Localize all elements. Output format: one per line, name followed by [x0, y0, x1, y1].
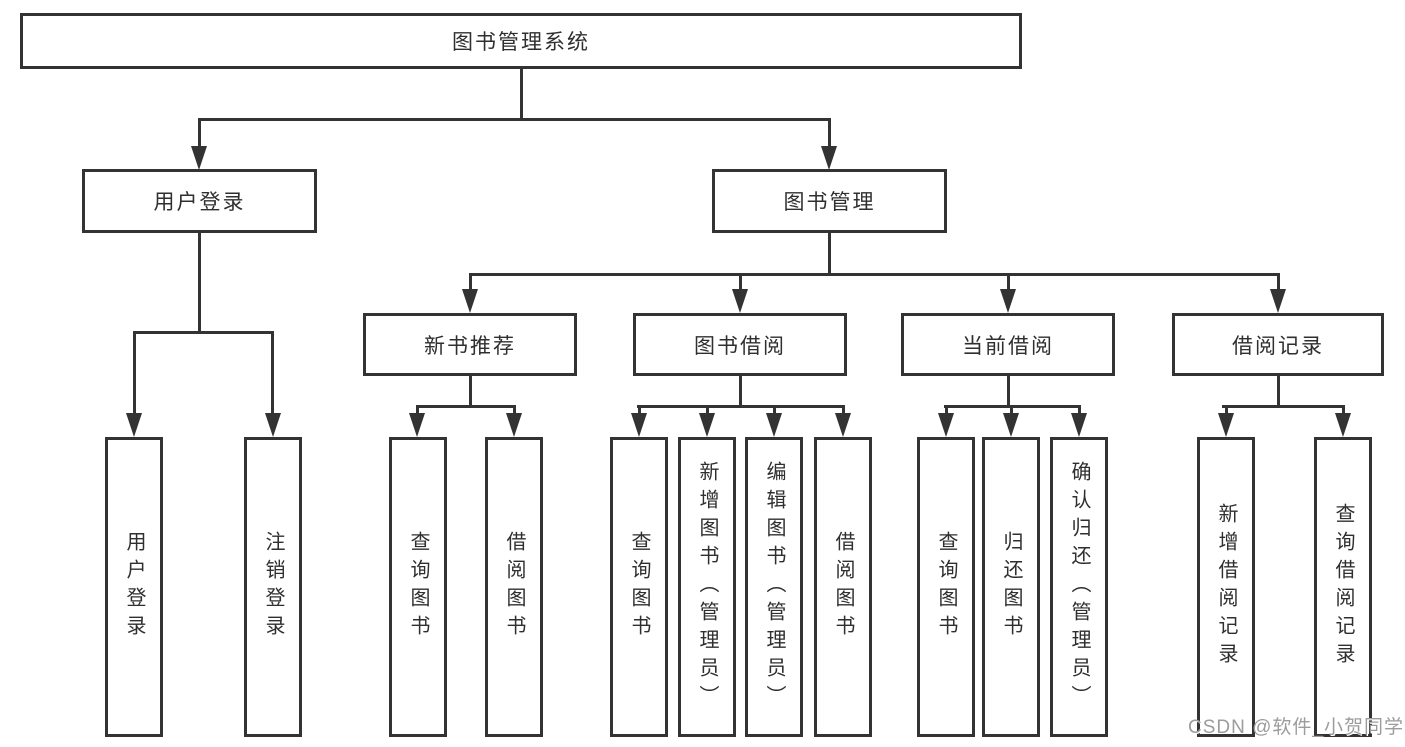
leaf-add-borrow-record-label: 新增借阅记录 — [1215, 503, 1237, 671]
node-current-borrowing: 当前借阅 — [901, 313, 1115, 376]
leaf-add-borrow-record: 新增借阅记录 — [1197, 437, 1255, 737]
arrowhead-down-icon — [835, 413, 851, 437]
arrowhead-down-icon — [699, 413, 715, 437]
arrowhead-down-icon — [1071, 413, 1087, 437]
connector-current-borrowing-drop — [1007, 273, 1010, 295]
arrowhead-down-icon — [732, 289, 748, 313]
arrowhead-down-icon — [1335, 413, 1351, 437]
leaf-confirm-return-admin-label: 确认归还（管理员） — [1068, 461, 1090, 713]
node-new-book-recommend-label: 新书推荐 — [424, 334, 516, 358]
leaf-query-books-current-label: 查询图书 — [935, 531, 957, 643]
arrowhead-down-icon — [265, 413, 281, 437]
node-book-management: 图书管理 — [712, 169, 947, 233]
arrowhead-down-icon — [409, 413, 425, 437]
leaf-edit-books-admin: 编辑图书（管理员） — [745, 437, 803, 737]
node-book-borrowing: 图书借阅 — [633, 313, 847, 376]
arrowhead-down-icon — [1003, 413, 1019, 437]
node-borrowing-records: 借阅记录 — [1172, 313, 1384, 376]
leaf-logout-login: 注销登录 — [244, 437, 302, 737]
connector-current-borrowing-stem — [1007, 376, 1010, 407]
leaf-query-books-current: 查询图书 — [917, 437, 975, 737]
leaf-query-borrow-record-label: 查询借阅记录 — [1332, 503, 1354, 671]
arrowhead-down-icon — [1270, 289, 1286, 313]
connector-leaf-user-login-drop — [133, 331, 136, 417]
leaf-logout-login-label: 注销登录 — [262, 531, 284, 643]
leaf-return-books: 归还图书 — [982, 437, 1040, 737]
arrowhead-down-icon — [462, 289, 478, 313]
node-library-system: 图书管理系统 — [20, 13, 1022, 69]
connector-borrowing-records-stem — [1277, 376, 1280, 407]
arrowhead-down-icon — [821, 146, 837, 170]
arrowhead-down-icon — [126, 413, 142, 437]
connector-level2-split — [198, 118, 831, 121]
node-user-login-label: 用户登录 — [153, 191, 246, 214]
node-book-management-label: 图书管理 — [783, 191, 876, 214]
arrowhead-down-icon — [938, 413, 954, 437]
connector-borrowing-records-split — [1222, 405, 1345, 408]
arrowhead-down-icon — [631, 413, 647, 437]
leaf-add-books-admin: 新增图书（管理员） — [678, 437, 736, 737]
leaf-borrow-books-borrowing: 借阅图书 — [814, 437, 872, 737]
connector-user-login-split — [133, 331, 274, 334]
connector-book-management-drop — [828, 118, 831, 152]
leaf-return-books-label: 归还图书 — [1000, 531, 1022, 643]
leaf-query-books-borrowing-label: 查询图书 — [628, 531, 650, 643]
node-book-borrowing-label: 图书借阅 — [694, 334, 786, 358]
arrowhead-down-icon — [766, 413, 782, 437]
connector-book-borrowing-stem — [739, 376, 742, 407]
leaf-borrow-books-recommend-label: 借阅图书 — [503, 531, 525, 643]
leaf-query-books-recommend: 查询图书 — [389, 437, 447, 737]
connector-user-login-drop — [198, 118, 201, 152]
connector-level3-split — [469, 273, 1280, 276]
leaf-user-login-label: 用户登录 — [123, 531, 145, 643]
csdn-watermark: CSDN @软件_小贺同学 — [1188, 717, 1404, 738]
connector-new-book-stem — [469, 376, 472, 407]
leaf-query-borrow-record: 查询借阅记录 — [1314, 437, 1372, 737]
connector-root-stem — [520, 69, 523, 120]
arrowhead-down-icon — [1000, 289, 1016, 313]
connector-new-book-drop — [469, 273, 472, 295]
leaf-query-books-borrowing: 查询图书 — [610, 437, 668, 737]
node-current-borrowing-label: 当前借阅 — [962, 334, 1054, 358]
node-library-system-label: 图书管理系统 — [452, 31, 590, 54]
node-user-login: 用户登录 — [82, 169, 317, 233]
leaf-user-login: 用户登录 — [105, 437, 163, 737]
connector-book-borrowing-split — [637, 405, 845, 408]
leaf-borrow-books-recommend: 借阅图书 — [485, 437, 543, 737]
leaf-borrow-books-borrowing-label: 借阅图书 — [832, 531, 854, 643]
node-borrowing-records-label: 借阅记录 — [1232, 334, 1324, 358]
connector-book-management-stem — [828, 233, 831, 275]
connector-leaf-logout-drop — [271, 331, 274, 417]
connector-new-book-split — [416, 405, 516, 408]
connector-book-borrowing-drop — [739, 273, 742, 295]
connector-borrowing-records-drop — [1277, 273, 1280, 295]
leaf-edit-books-admin-label: 编辑图书（管理员） — [763, 461, 785, 713]
arrowhead-down-icon — [1218, 413, 1234, 437]
connector-user-login-stem — [198, 233, 201, 333]
arrowhead-down-icon — [191, 146, 207, 170]
leaf-confirm-return-admin: 确认归还（管理员） — [1050, 437, 1108, 737]
arrowhead-down-icon — [506, 413, 522, 437]
leaf-query-books-recommend-label: 查询图书 — [407, 531, 429, 643]
node-new-book-recommend: 新书推荐 — [363, 313, 577, 376]
leaf-add-books-admin-label: 新增图书（管理员） — [696, 461, 718, 713]
